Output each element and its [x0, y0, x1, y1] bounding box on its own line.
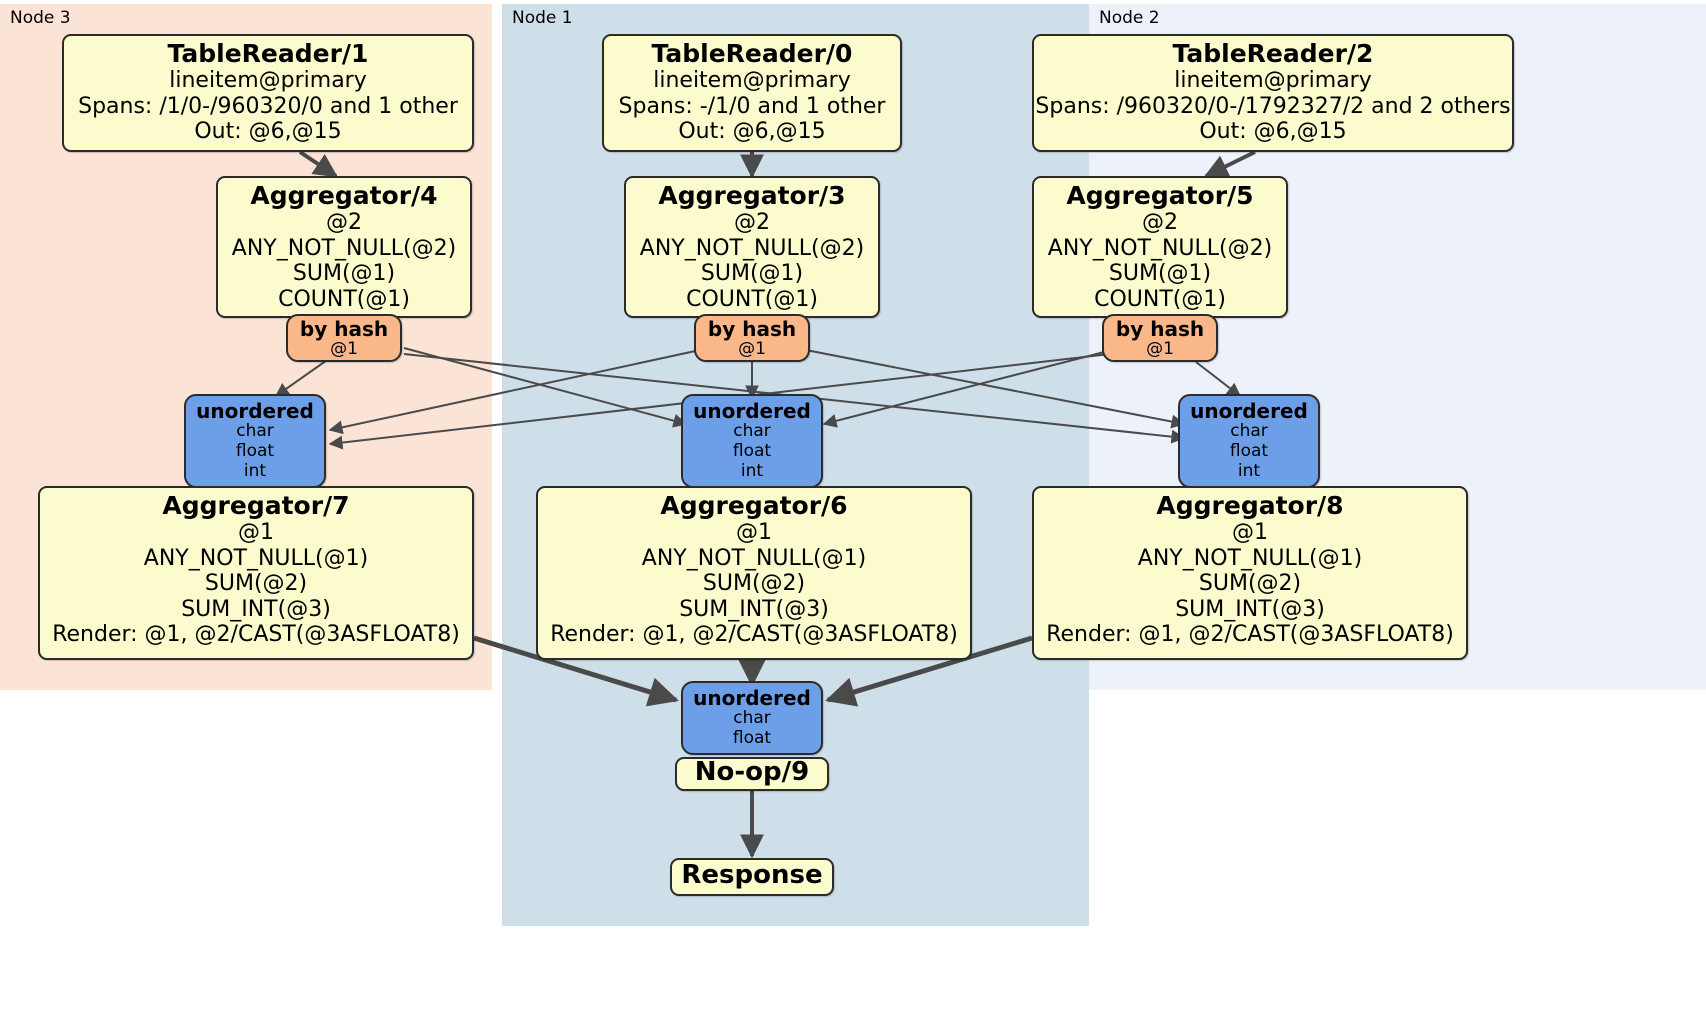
- box-line: @1: [1232, 520, 1268, 545]
- processor-aggregator-8[interactable]: Aggregator/8 @1 ANY_NOT_NULL(@1) SUM(@2)…: [1032, 486, 1468, 660]
- box-title: TableReader/2: [1172, 39, 1374, 68]
- box-line: @1: [330, 339, 358, 360]
- box-title: Aggregator/3: [658, 181, 846, 210]
- box-line: Spans: -/1/0 and 1 other: [618, 93, 886, 119]
- processor-aggregator-5[interactable]: Aggregator/5 @2 ANY_NOT_NULL(@2) SUM(@1)…: [1032, 176, 1288, 318]
- box-line: @1: [736, 520, 772, 545]
- box-line: lineitem@primary: [653, 68, 851, 93]
- node-region-label-node3: Node 3: [10, 8, 71, 28]
- box-line: SUM(@1): [700, 261, 804, 287]
- box-line: ANY_NOT_NULL(@2): [231, 235, 457, 261]
- box-line: ANY_NOT_NULL(@1): [1137, 545, 1363, 571]
- box-line: char: [236, 421, 274, 442]
- box-line: int: [740, 460, 764, 481]
- box-line: lineitem@primary: [1174, 68, 1372, 93]
- box-title: unordered: [1190, 399, 1308, 423]
- box-line: Render: @1, @2/CAST(@3ASFLOAT8): [52, 622, 460, 648]
- processor-noop-9[interactable]: No-op/9: [675, 757, 829, 791]
- box-line: lineitem@primary: [169, 68, 367, 93]
- router-by-hash-left[interactable]: by hash @1: [286, 314, 402, 362]
- synchronizer-unordered-right[interactable]: unordered char float int: [1178, 394, 1320, 488]
- box-line: SUM(@2): [702, 571, 806, 597]
- box-line: float: [732, 441, 772, 462]
- box-line: Out: @6,@15: [1199, 119, 1347, 145]
- box-line: @1: [738, 339, 766, 360]
- box-line: SUM(@1): [292, 261, 396, 287]
- node-region-label-node2: Node 2: [1099, 8, 1160, 28]
- box-line: float: [732, 728, 772, 749]
- box-title: TableReader/1: [167, 39, 369, 68]
- box-line: char: [733, 421, 771, 442]
- synchronizer-unordered-center[interactable]: unordered char float int: [681, 394, 823, 488]
- box-title: Aggregator/4: [250, 181, 438, 210]
- box-line: ANY_NOT_NULL(@1): [143, 545, 369, 571]
- box-line: SUM_INT(@3): [181, 596, 331, 622]
- box-line: SUM_INT(@3): [1175, 596, 1325, 622]
- synchronizer-unordered-left[interactable]: unordered char float int: [184, 394, 326, 488]
- node-region-label-node1: Node 1: [512, 8, 573, 28]
- box-line: Out: @6,@15: [194, 119, 342, 145]
- box-title: unordered: [693, 686, 811, 710]
- box-title: by hash: [707, 317, 797, 341]
- box-line: ANY_NOT_NULL(@2): [639, 235, 865, 261]
- box-line: SUM_INT(@3): [679, 596, 829, 622]
- box-title: by hash: [299, 317, 389, 341]
- router-by-hash-center[interactable]: by hash @1: [694, 314, 810, 362]
- box-line: ANY_NOT_NULL(@1): [641, 545, 867, 571]
- box-line: Out: @6,@15: [678, 119, 826, 145]
- box-title: Aggregator/8: [1156, 491, 1344, 520]
- processor-table-reader-1[interactable]: TableReader/1 lineitem@primary Spans: /1…: [62, 34, 474, 152]
- box-line: char: [1230, 421, 1268, 442]
- box-line: SUM(@1): [1108, 261, 1212, 287]
- box-line: float: [235, 441, 275, 462]
- box-title: Response: [681, 860, 823, 891]
- box-title: unordered: [196, 399, 314, 423]
- processor-aggregator-6[interactable]: Aggregator/6 @1 ANY_NOT_NULL(@1) SUM(@2)…: [536, 486, 972, 660]
- box-line: Render: @1, @2/CAST(@3ASFLOAT8): [1046, 622, 1454, 648]
- box-line: char: [733, 708, 771, 729]
- box-line: @1: [238, 520, 274, 545]
- box-line: @2: [1142, 210, 1178, 235]
- box-line: Render: @1, @2/CAST(@3ASFLOAT8): [550, 622, 958, 648]
- box-line: @1: [1146, 339, 1174, 360]
- box-line: SUM(@2): [1198, 571, 1302, 597]
- box-title: unordered: [693, 399, 811, 423]
- box-title: Aggregator/6: [660, 491, 848, 520]
- processor-table-reader-2[interactable]: TableReader/2 lineitem@primary Spans: /9…: [1032, 34, 1514, 152]
- processor-table-reader-0[interactable]: TableReader/0 lineitem@primary Spans: -/…: [602, 34, 902, 152]
- box-line: COUNT(@1): [278, 286, 410, 312]
- processor-aggregator-4[interactable]: Aggregator/4 @2 ANY_NOT_NULL(@2) SUM(@1)…: [216, 176, 472, 318]
- box-line: SUM(@2): [204, 571, 308, 597]
- box-line: COUNT(@1): [686, 286, 818, 312]
- box-title: by hash: [1115, 317, 1205, 341]
- box-line: COUNT(@1): [1094, 286, 1226, 312]
- processor-aggregator-3[interactable]: Aggregator/3 @2 ANY_NOT_NULL(@2) SUM(@1)…: [624, 176, 880, 318]
- box-line: @2: [734, 210, 770, 235]
- processor-aggregator-7[interactable]: Aggregator/7 @1 ANY_NOT_NULL(@1) SUM(@2)…: [38, 486, 474, 660]
- box-line: int: [1237, 460, 1261, 481]
- box-line: Spans: /960320/0-/1792327/2 and 2 others: [1035, 93, 1511, 119]
- box-title: No-op/9: [694, 757, 810, 788]
- box-title: TableReader/0: [651, 39, 853, 68]
- box-line: @2: [326, 210, 362, 235]
- box-line: ANY_NOT_NULL(@2): [1047, 235, 1273, 261]
- box-title: Aggregator/5: [1066, 181, 1254, 210]
- router-by-hash-right[interactable]: by hash @1: [1102, 314, 1218, 362]
- box-title: Aggregator/7: [162, 491, 350, 520]
- synchronizer-unordered-final[interactable]: unordered char float: [681, 681, 823, 755]
- box-line: int: [243, 460, 267, 481]
- box-line: Spans: /1/0-/960320/0 and 1 other: [78, 93, 458, 119]
- processor-response[interactable]: Response: [670, 858, 834, 896]
- box-line: float: [1229, 441, 1269, 462]
